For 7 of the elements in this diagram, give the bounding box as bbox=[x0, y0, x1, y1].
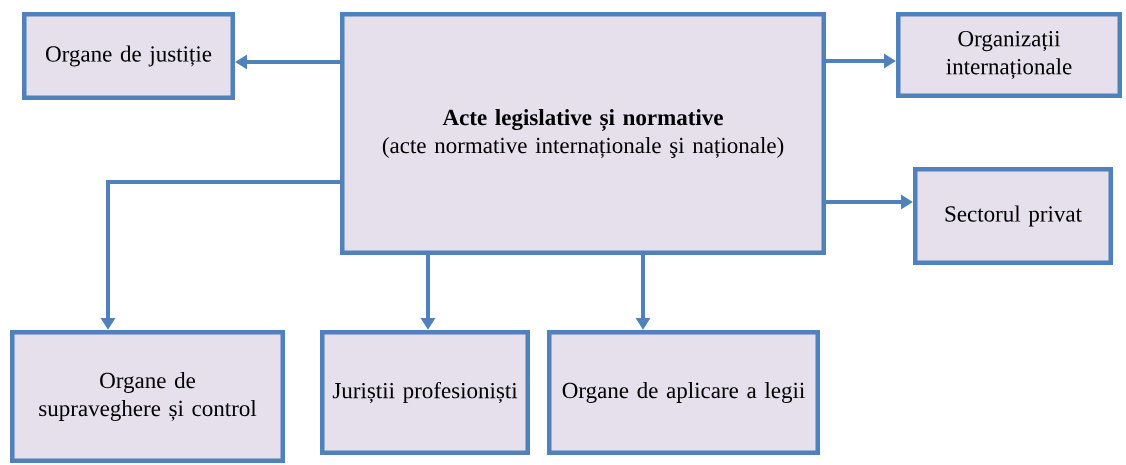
process-box: Organe de aplicare a legii bbox=[547, 330, 820, 455]
process-box: Acte legislative și normative (acte normative internaționale şi naționale) bbox=[340, 12, 826, 255]
process-box: Organizații internaționale bbox=[896, 12, 1122, 98]
process-box: Organe de justiție bbox=[22, 12, 235, 100]
process-box: Sectorul privat bbox=[913, 167, 1113, 265]
process-box: Organe de supraveghere și control bbox=[10, 330, 285, 463]
process-box: Juriștii profesioniști bbox=[320, 330, 530, 455]
